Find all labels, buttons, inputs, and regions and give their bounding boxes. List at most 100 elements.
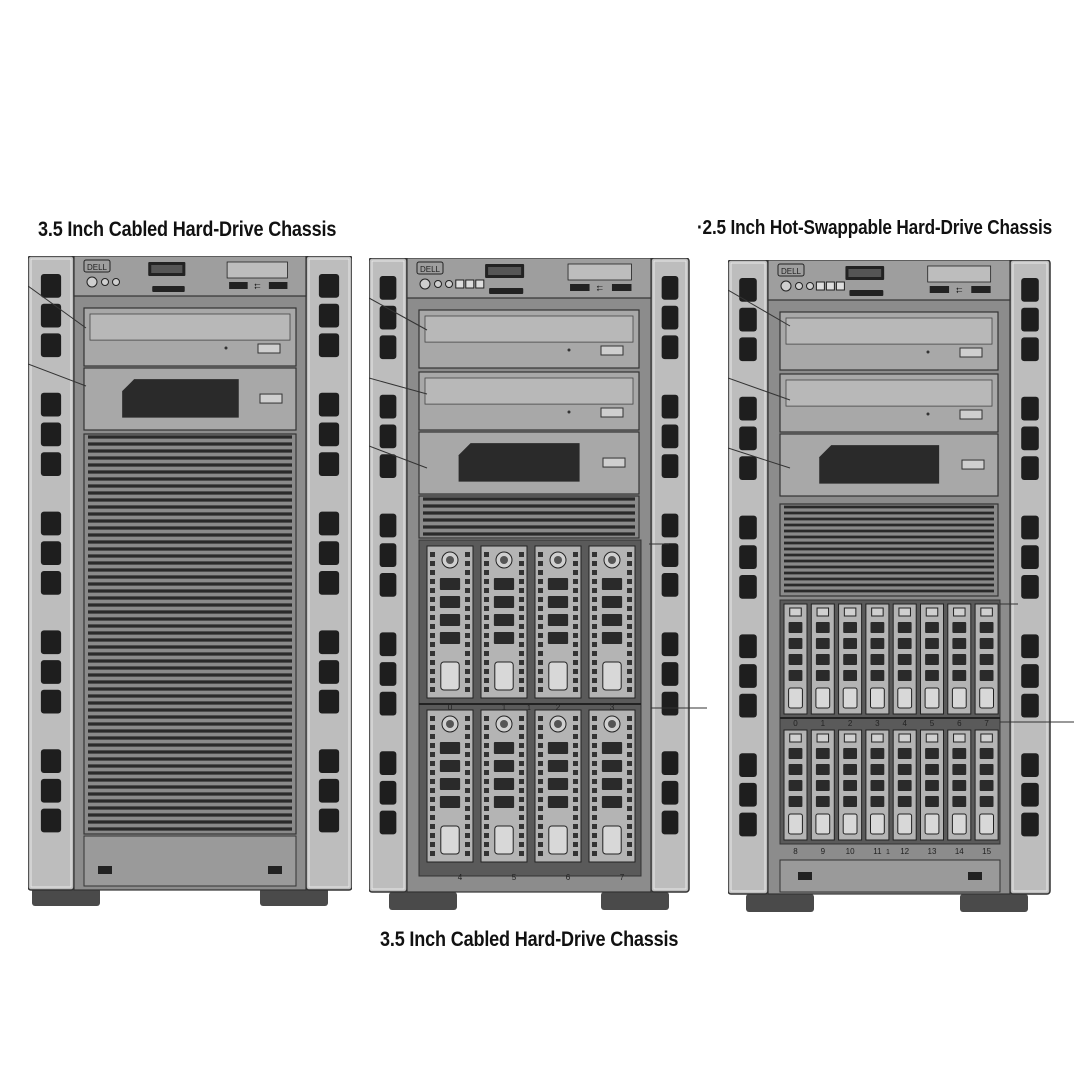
lcd-nav-button [475, 279, 485, 289]
callout-line [728, 447, 791, 469]
foot [960, 894, 1028, 912]
drive-led-core [554, 556, 562, 564]
vent-slot [318, 452, 340, 476]
bay-number-label: 6 [957, 719, 962, 728]
drive-side-hole [484, 833, 489, 838]
lcd-screen [488, 267, 522, 275]
vent-slot [40, 303, 62, 328]
vent-slot [661, 394, 679, 419]
drive-carrier [426, 545, 474, 699]
drive-side-hole [627, 788, 632, 793]
drive-side-hole [465, 687, 470, 692]
drive-vent [843, 638, 857, 649]
vent-slot [40, 778, 62, 803]
drive-side-hole [538, 552, 543, 557]
drive-handle [979, 687, 994, 709]
drive-vent [979, 670, 994, 681]
drive-side-hole [484, 842, 489, 847]
drive-side-hole [430, 743, 435, 748]
drive-vent [815, 796, 830, 807]
drive-led-core [500, 556, 508, 564]
drive-side-hole [592, 752, 597, 757]
drive-side-hole [484, 570, 489, 575]
cage-divider-label: 1 [886, 849, 890, 856]
drive-side-hole [538, 743, 543, 748]
drive-side-hole [573, 842, 578, 847]
drive-side-hole [465, 779, 470, 784]
drive-side-hole [430, 642, 435, 647]
vent-slot [739, 782, 757, 807]
vent-slot [318, 778, 340, 803]
drive-vent [601, 778, 623, 790]
drive-side-hole [519, 642, 524, 647]
drive-vent [547, 796, 569, 808]
usb-icon: ⮄ [597, 284, 604, 293]
lcd-screen [151, 265, 183, 273]
drive-side-hole [538, 597, 543, 602]
drive-carrier [783, 729, 808, 841]
vent-slot [40, 333, 62, 358]
drive-side-hole [538, 725, 543, 730]
drive-side-hole [519, 660, 524, 665]
drive-led-core [500, 720, 508, 728]
drive-side-hole [627, 716, 632, 721]
drive-vent [897, 638, 912, 649]
drive-vent [870, 796, 885, 807]
drive-side-hole [430, 815, 435, 820]
bay-number-label: 3 [875, 719, 880, 728]
drive-side-hole [592, 842, 597, 847]
drive-side-hole [538, 669, 543, 674]
drive-vent [925, 796, 939, 807]
drive-side-hole [484, 678, 489, 683]
drive-side-hole [465, 815, 470, 820]
drive-side-hole [430, 725, 435, 730]
drive-side-hole [430, 552, 435, 557]
eject-button [600, 345, 624, 356]
vent-slot [1021, 575, 1039, 599]
dell-logo: DELL [416, 261, 444, 275]
drive-side-hole [538, 716, 543, 721]
drive-side-hole [538, 651, 543, 656]
dell-logo-text: DELL [87, 263, 108, 272]
drive-side-hole [627, 797, 632, 802]
drive-side-hole [484, 642, 489, 647]
vent-slot [1021, 634, 1039, 659]
foot [32, 888, 100, 906]
drive-side-hole [592, 579, 597, 584]
vent-slot [739, 664, 757, 688]
drive-side-hole [484, 651, 489, 656]
drive-side-hole [484, 824, 489, 829]
optical-tray [424, 315, 634, 343]
vent-slot [40, 689, 62, 714]
drive-led-icon [980, 607, 993, 617]
drive-vent [439, 578, 461, 590]
foot [389, 892, 457, 910]
drive-vent [843, 764, 857, 775]
drive-vent [925, 780, 939, 791]
drive-vent [547, 742, 569, 754]
bay-number-label: 6 [566, 873, 571, 882]
drive-side-hole [592, 779, 597, 784]
drive-handle [951, 813, 967, 835]
caption-bottom: 3.5 Inch Cabled Hard-Drive Chassis [380, 928, 679, 951]
drive-side-hole [627, 743, 632, 748]
vent-slot [318, 274, 340, 298]
vent-slot [379, 751, 397, 775]
vent-slot [661, 632, 679, 657]
dell-logo: DELL [777, 263, 805, 277]
drive-vent [493, 614, 515, 626]
drive-led-core [446, 720, 454, 728]
drive-vent [788, 796, 803, 807]
drive-side-hole [519, 824, 524, 829]
bay-number-label: 1 [821, 719, 826, 728]
drive-handle [924, 813, 940, 835]
drive-side-hole [484, 734, 489, 739]
drive-side-hole [573, 806, 578, 811]
drive-side-hole [592, 678, 597, 683]
drive-side-hole [573, 687, 578, 692]
drive-vent [870, 654, 885, 665]
drive-vent [952, 748, 967, 759]
side-panel-highlight [730, 262, 766, 892]
drive-side-hole [519, 606, 524, 611]
drive-side-hole [430, 561, 435, 566]
